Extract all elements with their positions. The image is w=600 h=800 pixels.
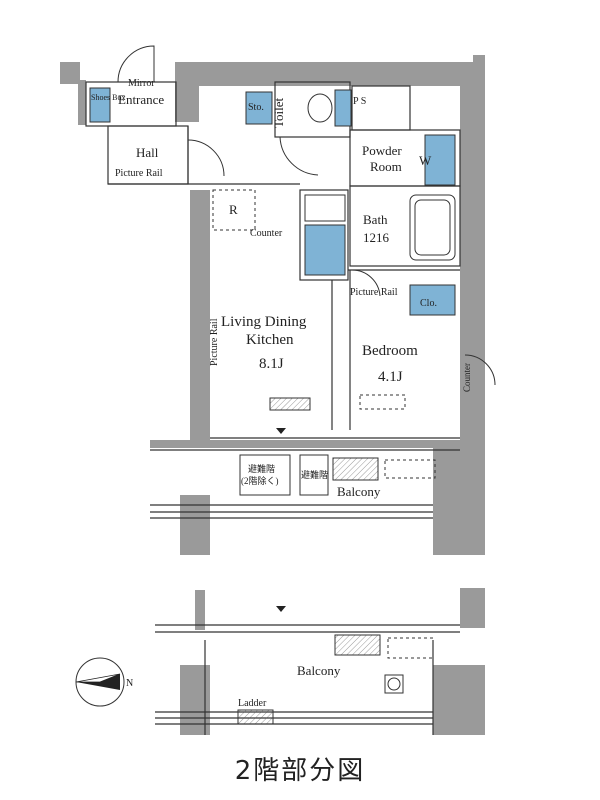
compass — [75, 657, 125, 707]
bath-label: Bath — [363, 212, 388, 227]
evac-hatch-1-top-label: 避難階 — [248, 463, 275, 474]
closet-label: Clo. — [420, 298, 437, 309]
interior-lines — [85, 81, 461, 735]
ldk-size-label: 8.1J — [259, 356, 284, 372]
bedroom-label: Bedroom — [362, 343, 418, 359]
counter-label: Counter — [250, 228, 283, 239]
evac-hatch-2-label: 避難階 — [301, 469, 328, 480]
balcony-lower-label: Balcony — [297, 663, 341, 678]
hall-label: Hall — [136, 145, 159, 160]
ladder-label: Ladder — [238, 698, 267, 709]
powder-room-label-2: Room — [370, 159, 402, 174]
storage-label: Sto. — [248, 102, 264, 113]
ldk-picture-rail-label: Picture Rail — [209, 318, 220, 366]
refrigerator-label: R — [229, 202, 238, 217]
ps-label: P S — [353, 96, 366, 107]
ldk-label-2: Kitchen — [246, 332, 294, 348]
bath-size-label: 1216 — [363, 230, 390, 245]
bedroom-size-label: 4.1J — [378, 369, 403, 385]
entrance-label: Entrance — [118, 92, 164, 107]
bedroom-picture-rail-label: Picture Rail — [350, 287, 398, 298]
compass-north-label: N — [126, 678, 133, 689]
shoes-box-label: Shoes Box — [91, 93, 125, 102]
balcony-equipment — [237, 394, 436, 725]
balcony-upper-label: Balcony — [337, 484, 381, 499]
hall-picture-rail-label: Picture Rail — [115, 168, 163, 179]
floor-plan-caption: 2階部分図 — [234, 756, 366, 786]
mirror-label: Mirror — [128, 78, 155, 89]
powder-room-label-1: Powder — [362, 143, 402, 158]
bedroom-counter-label: Counter — [462, 363, 472, 392]
toilet-label: Toilet — [271, 97, 286, 128]
fixtures — [89, 87, 456, 694]
washer-label: W — [419, 153, 432, 168]
entry-markers — [276, 428, 286, 612]
evac-hatch-1-bottom-label: (2階除く) — [241, 475, 279, 486]
ldk-label-1: Living Dining — [221, 314, 307, 330]
